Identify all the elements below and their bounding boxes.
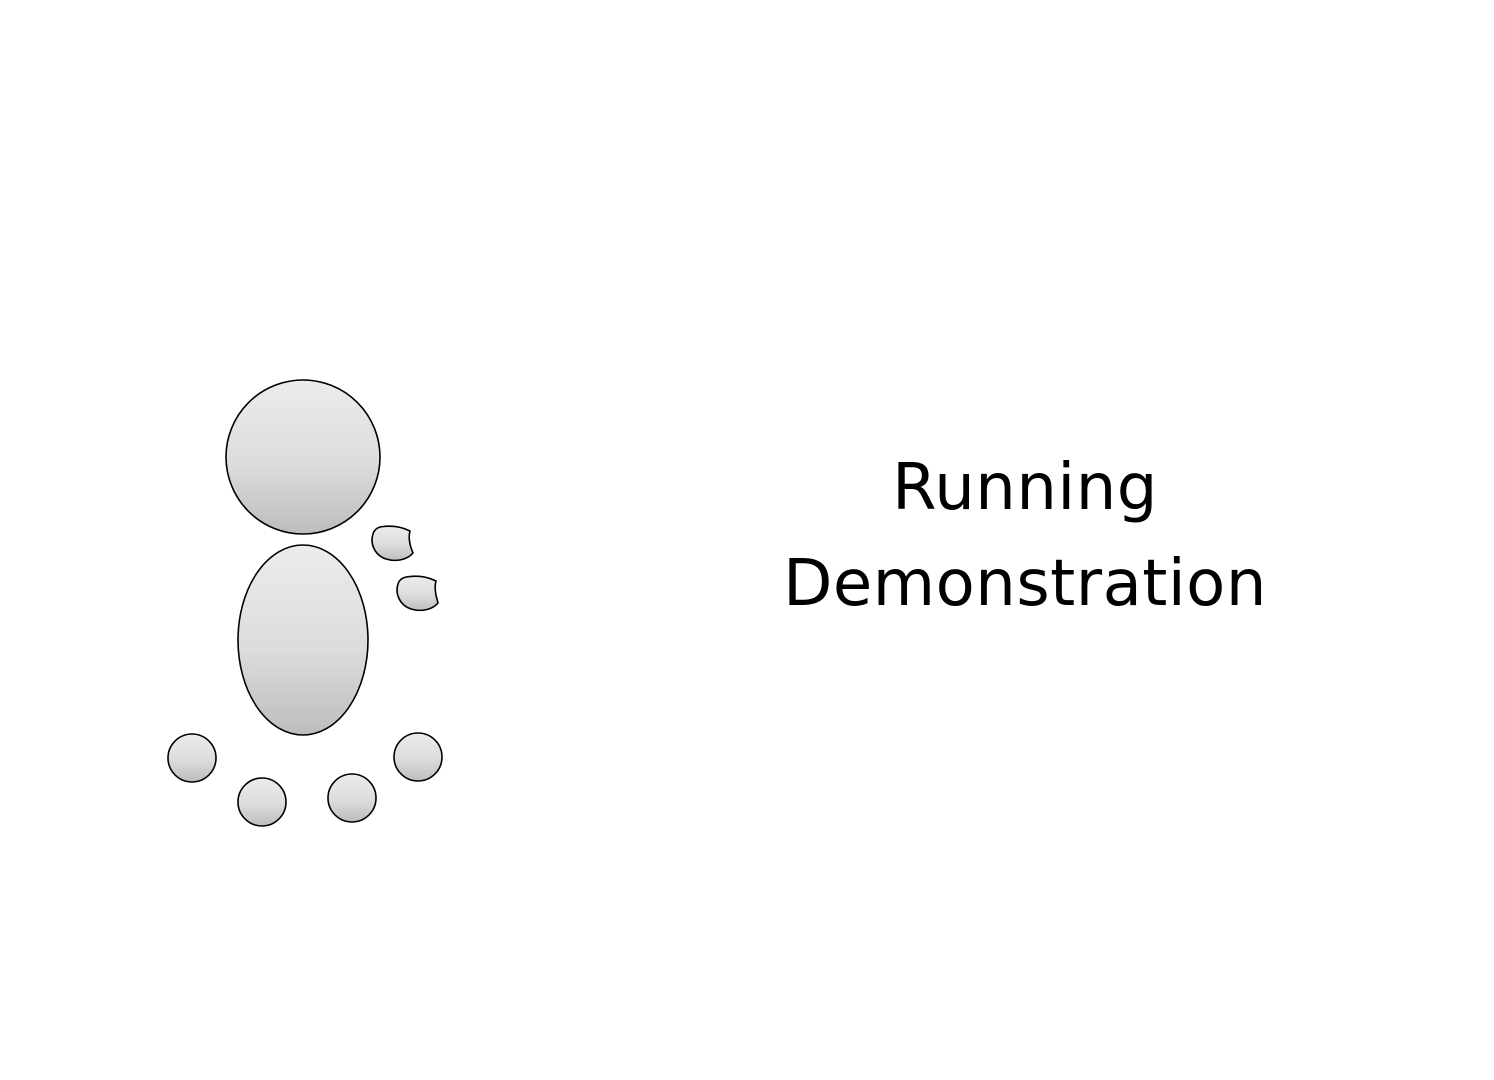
figure-hand-upper-icon <box>371 525 414 562</box>
slide-title-line-1: Running <box>892 451 1158 525</box>
figure-foot-outer-left-icon <box>167 733 217 783</box>
slide-title-line-2: Demonstration <box>783 547 1267 621</box>
figure-foot-inner-left-icon <box>237 777 287 827</box>
slide-title: Running Demonstration <box>700 440 1350 632</box>
figure-head-icon <box>225 379 381 535</box>
figure-foot-outer-right-icon <box>393 732 443 782</box>
figure-body-icon <box>237 544 369 736</box>
figure-foot-inner-right-icon <box>327 773 377 823</box>
figure-hand-lower-icon <box>396 575 439 612</box>
